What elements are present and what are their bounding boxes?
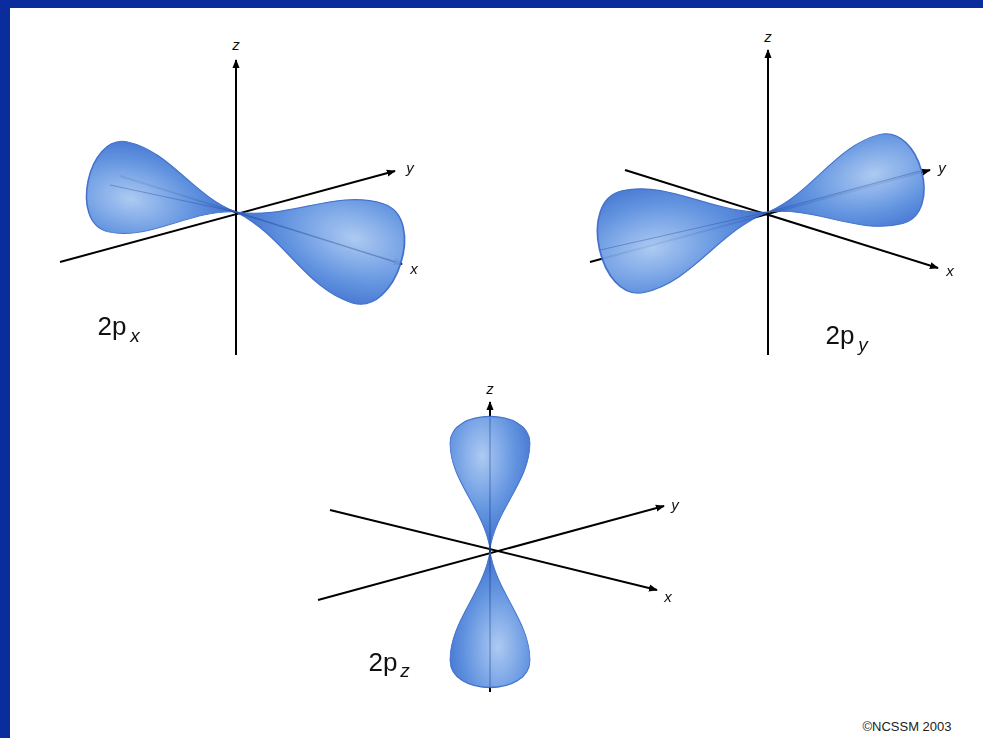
orbital-lobes — [79, 126, 934, 687]
copyright-note: ©NCSSM 2003 — [862, 720, 951, 733]
axis-label: y — [406, 160, 414, 175]
axis-label: x — [664, 589, 672, 604]
orbital-subscript: x — [130, 326, 140, 345]
axis-trace — [110, 171, 920, 688]
axis-label: y — [671, 497, 679, 512]
orbital-name: 2p — [98, 313, 127, 339]
frame-bar — [0, 0, 10, 738]
axis-label: x — [410, 261, 418, 276]
axis-label: z — [486, 381, 494, 396]
axes — [318, 402, 664, 692]
orbital-name: 2p — [826, 322, 855, 348]
orbital-subscript: y — [858, 335, 868, 354]
axis-label: z — [764, 29, 772, 44]
axis-label: z — [232, 37, 240, 52]
axis-label: y — [938, 160, 946, 175]
frame-bar — [0, 0, 983, 8]
orbital-subscript: z — [400, 661, 410, 680]
axis-label: x — [946, 263, 954, 278]
orbital-name: 2p — [369, 649, 398, 675]
